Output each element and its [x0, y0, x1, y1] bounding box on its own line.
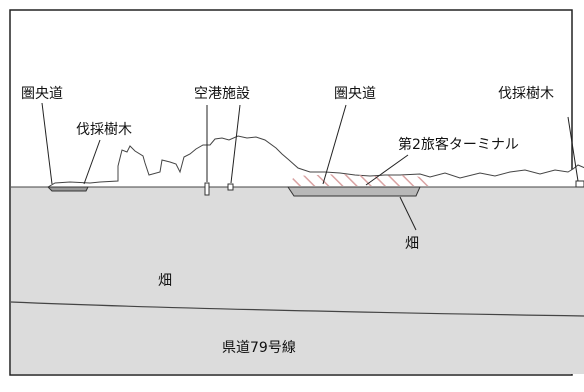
leader-felled-left [83, 139, 101, 185]
leader-terminal2 [365, 154, 409, 186]
kenodo-center-road [287, 186, 421, 197]
label-airport: 空港施設 [194, 86, 250, 102]
leader-kenodo-center [322, 104, 347, 185]
leader-field-right [399, 196, 417, 231]
label-felled-left: 伐採樹木 [76, 122, 132, 138]
label-felled-right: 伐採樹木 [498, 86, 554, 102]
leader-airport-2 [230, 104, 241, 184]
airport-post-2 [227, 183, 234, 191]
leader-lines [41, 102, 579, 231]
prefectural-road-line [10, 301, 584, 317]
kenodo-left-road [46, 186, 89, 192]
felled-trees-right-marker [575, 180, 584, 188]
label-kenodo-left: 圏央道 [21, 86, 63, 102]
tree-line [11, 135, 584, 188]
label-kenodo-center: 圏央道 [334, 86, 376, 102]
leader-kenodo-left [41, 102, 53, 185]
airport-post-1 [204, 182, 210, 196]
label-prefectural-road: 県道79号線 [222, 340, 296, 356]
label-terminal2: 第2旅客ターミナル [398, 136, 519, 153]
label-field-center: 畑 [158, 273, 172, 289]
terminal2-hatch [288, 174, 430, 186]
label-field-right: 畑 [405, 236, 419, 252]
ground-area [11, 182, 584, 374]
leader-felled-right [567, 116, 579, 182]
